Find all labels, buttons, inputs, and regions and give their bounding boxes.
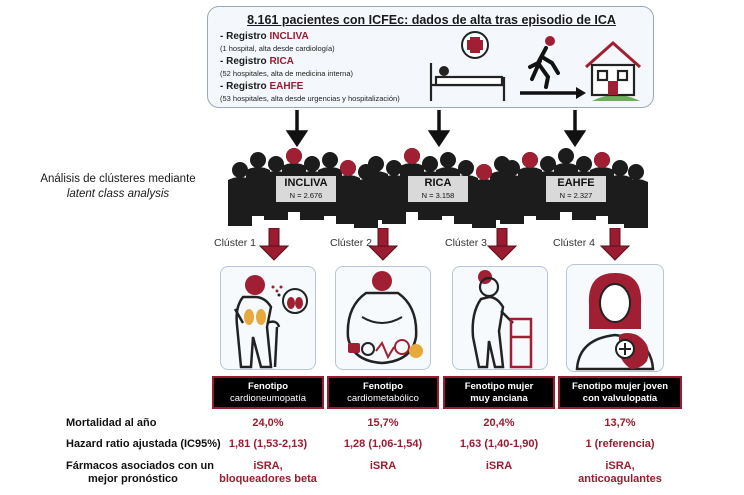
drugs-line: anticoagulantes (578, 473, 662, 485)
red-arrow-down-icon (367, 228, 399, 261)
cluster-label-4: Clúster 4 (553, 237, 596, 249)
crowd-incliva (228, 148, 378, 228)
registry-name: EAHFE (269, 81, 304, 92)
hospital-bed-icon (429, 63, 506, 101)
phenotype-box-2: Fenotipo cardiometabólico (327, 376, 439, 409)
registry-prefix: - Registro (220, 81, 270, 92)
hospital-cross-icon (461, 31, 489, 59)
drugs-line: iSRA (485, 460, 513, 472)
phenotype-line: cardiometabólico (347, 392, 419, 404)
phenotype-line: Fenotipo mujer joven (571, 380, 669, 392)
crowd-n-rica: N = 3.158 (421, 191, 455, 200)
row-label-drugs: Fármacos asociados con un mejor pronósti… (66, 460, 214, 486)
down-arrows-top (285, 110, 587, 148)
drugs-value-4: iSRA, anticoagulantes (560, 460, 680, 486)
cluster-label-2: Clúster 2 (330, 237, 373, 249)
phenotype-box-3: Fenotipo mujer muy anciana (443, 376, 555, 409)
phenotype-line: Fenotipo mujer (464, 380, 534, 392)
crowd-name-incliva: INCLIVA (284, 177, 328, 189)
red-arrow-down-icon (599, 228, 631, 261)
drugs-line: iSRA, (605, 460, 635, 472)
red-arrow-down-icon (486, 228, 518, 261)
mortality-value-1: 24,0% (252, 417, 284, 429)
phenotype-line: cardioneumopatía (229, 392, 307, 404)
drugs-value-2: iSRA (323, 460, 443, 473)
row-label-line: mejor pronóstico (88, 473, 178, 485)
arrow-down-icon (563, 110, 587, 148)
house-icon (585, 40, 641, 101)
analysis-label: Análisis de clústeres mediante latent cl… (20, 172, 216, 202)
cardiometabolic-patient-icon (346, 271, 423, 365)
crowd-eahfe (500, 148, 648, 228)
drugs-line: iSRA, (253, 460, 283, 472)
phenotype-line: con valvulopatía (582, 392, 658, 404)
phenotype-line: Fenotipo (362, 380, 404, 392)
registry-name: RICA (269, 56, 294, 67)
drugs-line: bloqueadores beta (219, 473, 317, 485)
hr-value-3: 1,63 (1,40-1,90) (459, 438, 539, 450)
phenotype-card-2 (335, 266, 431, 370)
crowd-label-plate (276, 176, 336, 202)
mortality-value-2: 15,7% (367, 417, 399, 429)
analysis-line: Análisis de clústeres mediante (40, 173, 196, 185)
registry-incliva: - Registro INCLIVA (220, 31, 309, 43)
registry-prefix: - Registro (220, 31, 270, 42)
phenotype-box-4: Fenotipo mujer joven con valvulopatía (558, 376, 682, 409)
drugs-value-1: iSRA, bloqueadores beta (208, 460, 328, 486)
row-label-hazard-ratio: Hazard ratio ajustada (IC95%) (66, 438, 221, 450)
hr-value-2: 1,28 (1,06-1,54) (343, 438, 423, 450)
hr-value-1: 1,81 (1,53-2,13) (228, 438, 308, 450)
registry-prefix: - Registro (220, 56, 270, 67)
crowd-n-eahfe: N = 2.327 (559, 191, 593, 200)
crowd-n-incliva: N = 2.676 (289, 191, 323, 200)
young-woman-valve-icon (575, 273, 655, 371)
mortality-value-4: 13,7% (604, 417, 636, 429)
drugs-value-3: iSRA (439, 460, 559, 473)
crowd-rica (364, 148, 514, 228)
crowd-name-eahfe: EAHFE (557, 177, 595, 189)
registry-name: INCLIVA (269, 31, 309, 42)
phenotype-line: Fenotipo (247, 380, 289, 392)
population-crowds (228, 148, 648, 228)
elderly-woman-icon (471, 270, 533, 369)
arrow-down-icon (427, 110, 451, 148)
phenotype-card-3 (452, 266, 548, 370)
cluster-label-3: Clúster 3 (445, 237, 488, 249)
drugs-line: iSRA (369, 460, 397, 472)
cluster-arrows (258, 228, 631, 261)
phenotype-card-1 (220, 266, 316, 370)
cluster-label-1: Clúster 1 (214, 237, 257, 249)
row-label-line: Fármacos asociados con un (66, 460, 214, 472)
cohort-title: 8.161 pacientes con ICFEc: dados de alta… (247, 13, 616, 27)
registry-detail: (52 hospitales, alta de medicina interna… (220, 69, 353, 78)
cardiopulmonary-patient-icon (233, 275, 308, 369)
crowd-name-rica: RICA (424, 177, 452, 189)
row-label-mortality: Mortalidad al año (66, 417, 157, 429)
mortality-value-3: 20,4% (483, 417, 515, 429)
red-arrow-down-icon (258, 228, 290, 261)
registry-detail: (53 hospitales, alta desde urgencias y h… (220, 94, 400, 103)
registry-rica: - Registro RICA (220, 56, 294, 68)
running-person-icon (528, 36, 560, 89)
registry-eahfe: - Registro EAHFE (220, 81, 303, 93)
hr-value-4: 1 (referencia) (585, 438, 655, 450)
phenotype-line: muy anciana (470, 392, 528, 404)
analysis-line-italic: latent class analysis (66, 188, 170, 200)
arrow-down-icon (285, 110, 309, 148)
phenotype-card-4 (566, 264, 664, 372)
crowd-label-plate (408, 176, 468, 202)
crowd-label-plate (546, 176, 606, 202)
registry-detail: (1 hospital, alta desde cardiología) (220, 44, 335, 53)
phenotype-box-1: Fenotipo cardioneumopatía (212, 376, 324, 409)
cohort-summary-box: 8.161 pacientes con ICFEc: dados de alta… (207, 6, 654, 108)
arrow-right-icon (520, 87, 586, 99)
discharge-illustration (429, 31, 641, 101)
